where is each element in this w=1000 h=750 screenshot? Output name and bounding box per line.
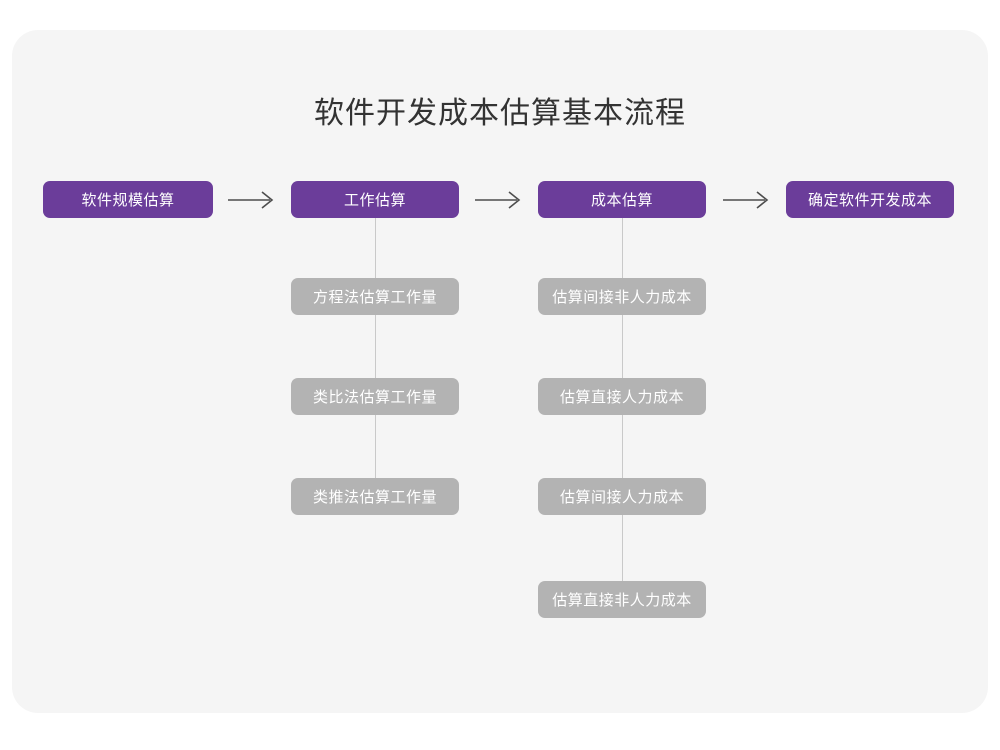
flow-node-label: 类推法估算工作量	[312, 489, 437, 506]
flow-node-effort-analogy-method[interactable]: 类比法估算工作量	[291, 378, 459, 415]
flow-node-effort-estimation[interactable]: 工作估算	[291, 181, 459, 218]
flow-node-direct-labor-cost[interactable]: 估算直接人力成本	[538, 378, 706, 415]
flow-node-determine-development-cost[interactable]: 确定软件开发成本	[786, 181, 954, 218]
arrow-icon-2	[473, 186, 525, 214]
flow-node-label: 确定软件开发成本	[807, 192, 932, 209]
flow-node-indirect-nonlabor-cost[interactable]: 估算间接非人力成本	[538, 278, 706, 315]
flow-node-effort-equation-method[interactable]: 方程法估算工作量	[291, 278, 459, 315]
flow-node-label: 软件规模估算	[81, 192, 175, 209]
arrow-icon-3	[721, 186, 773, 214]
flow-node-label: 工作估算	[343, 192, 406, 209]
flow-node-label: 估算间接非人力成本	[552, 289, 692, 306]
flow-node-software-scale-estimation[interactable]: 软件规模估算	[43, 181, 213, 218]
flow-node-cost-estimation[interactable]: 成本估算	[538, 181, 706, 218]
flow-node-direct-nonlabor-cost[interactable]: 估算直接非人力成本	[538, 581, 706, 618]
flow-node-label: 方程法估算工作量	[312, 289, 437, 306]
page-title: 软件开发成本估算基本流程	[314, 97, 686, 130]
flow-node-indirect-labor-cost[interactable]: 估算间接人力成本	[538, 478, 706, 515]
arrow-icon-1	[226, 186, 278, 214]
flow-node-label: 成本估算	[590, 192, 653, 209]
flow-node-label: 估算间接人力成本	[559, 489, 684, 506]
connector-cost-branch	[622, 218, 623, 615]
flow-node-label: 估算直接人力成本	[559, 389, 684, 406]
flow-node-label: 类比法估算工作量	[312, 389, 437, 406]
connector-effort-branch	[375, 218, 376, 515]
flow-node-effort-inference-method[interactable]: 类推法估算工作量	[291, 478, 459, 515]
flow-node-label: 估算直接非人力成本	[552, 592, 692, 609]
diagram-card	[12, 30, 988, 713]
